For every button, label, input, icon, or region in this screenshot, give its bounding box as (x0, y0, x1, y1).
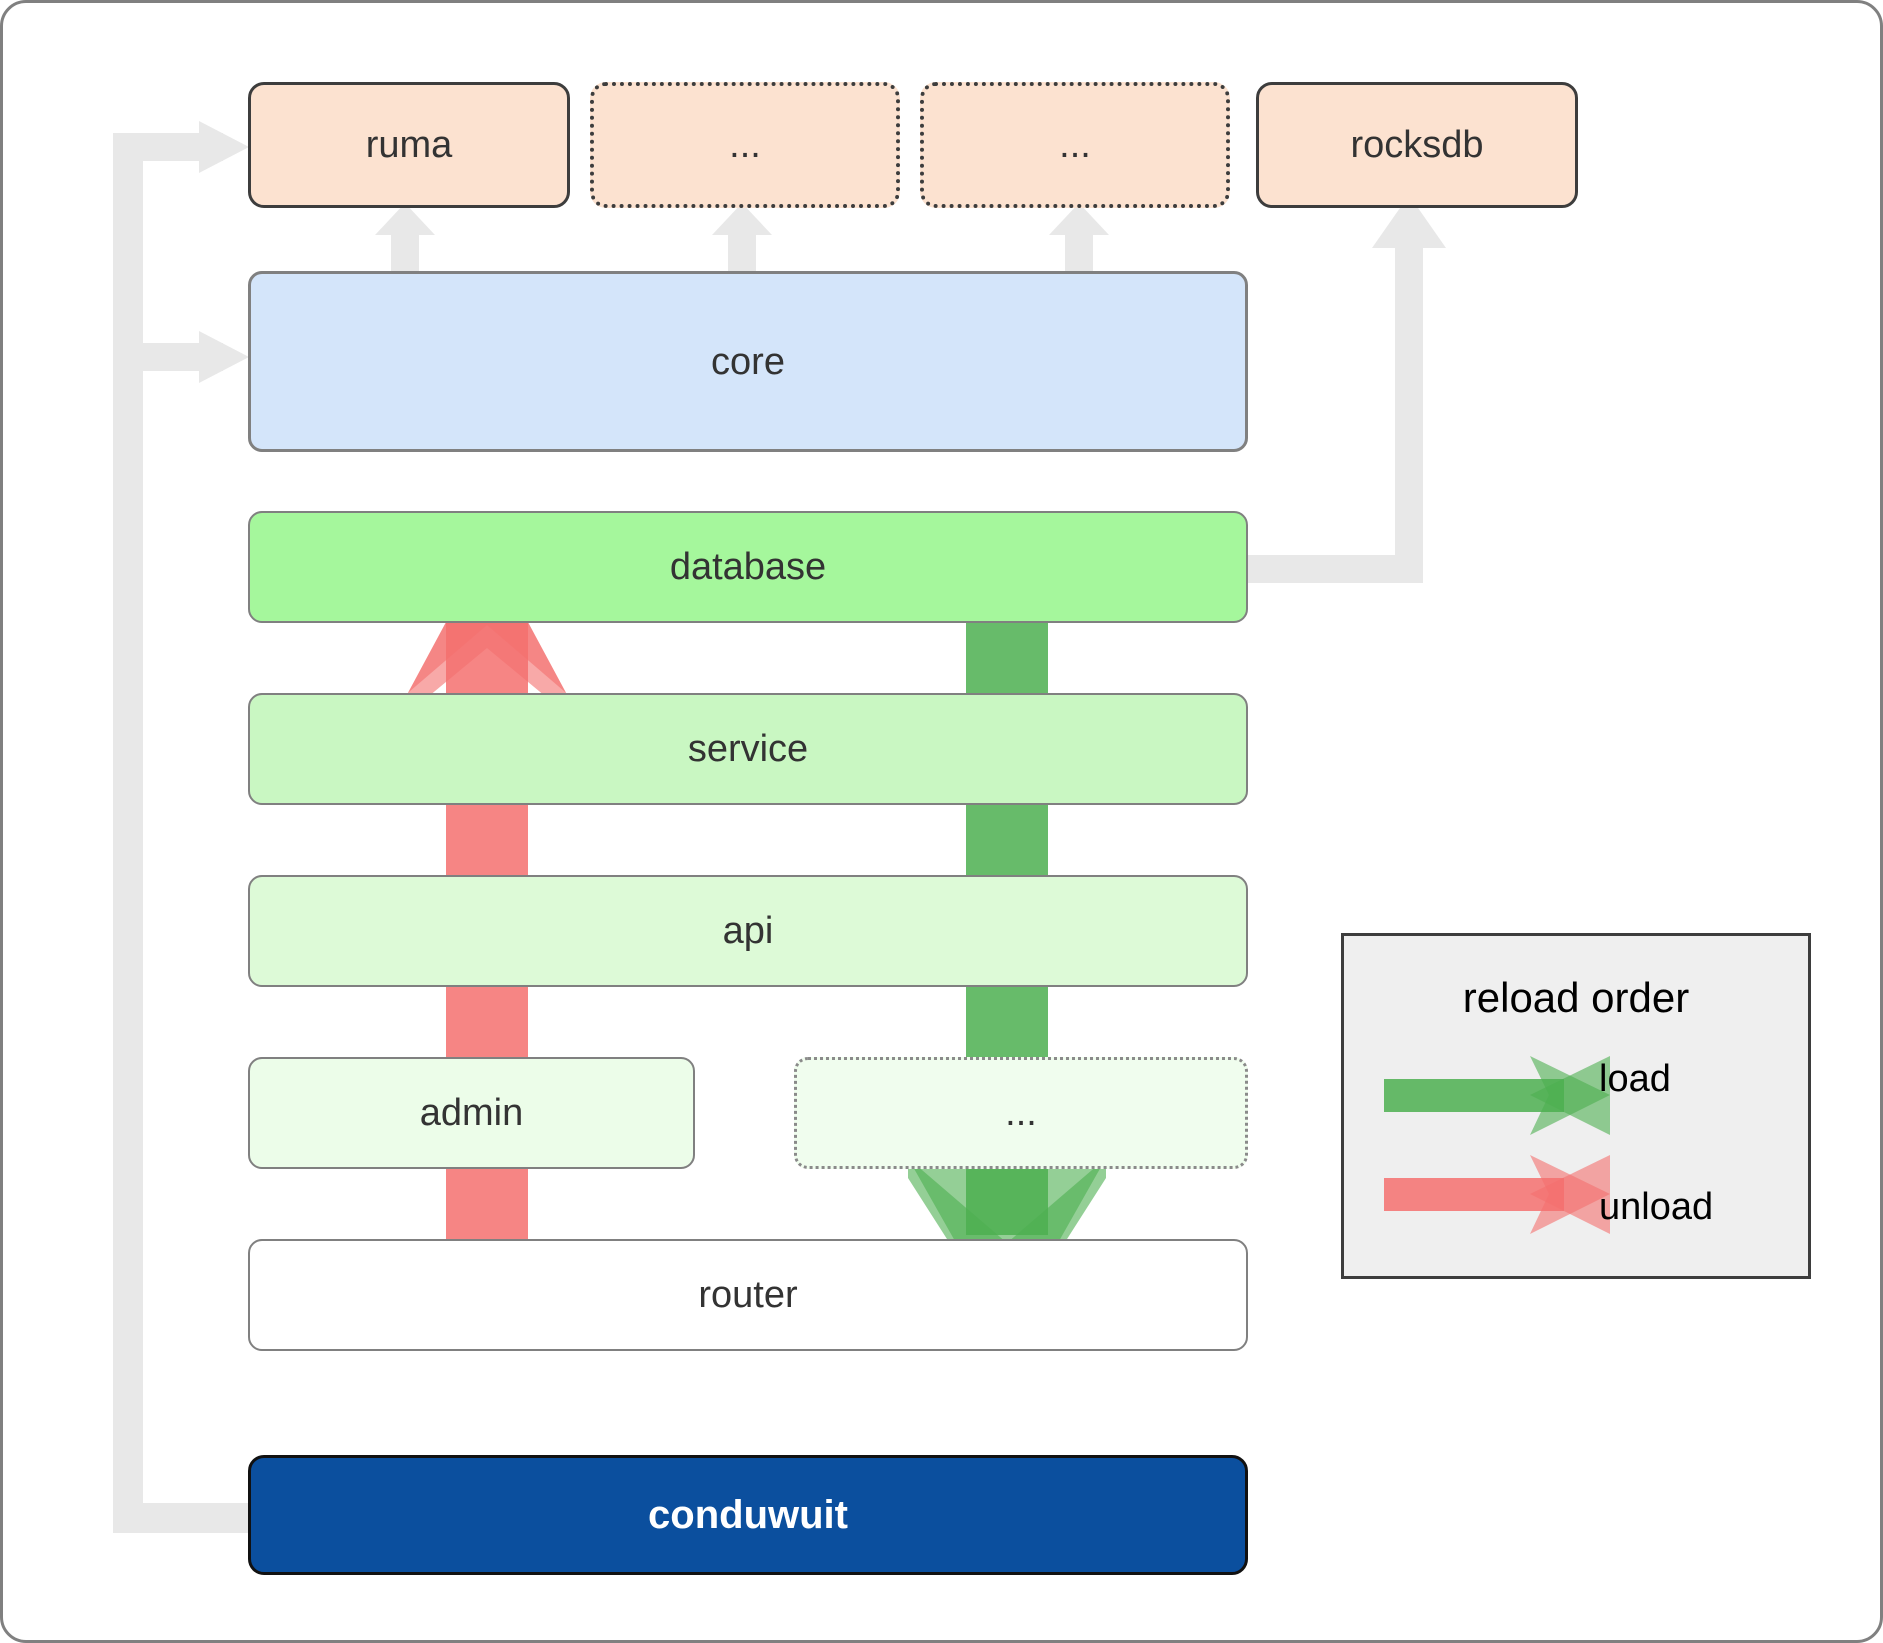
layer-label-ellipsis: ... (1005, 1092, 1037, 1134)
core-box[interactable]: core (248, 271, 1248, 452)
connector-layer (113, 121, 1446, 1533)
core-label: core (711, 340, 785, 383)
core-to-dependency-arrows (375, 203, 1109, 277)
dependency-box-ellipsis-1[interactable]: ... (590, 82, 900, 208)
dependency-label-rocksdb: rocksdb (1350, 124, 1484, 166)
conduwuit-label: conduwuit (648, 1493, 848, 1537)
left-dependency-connector (113, 133, 253, 1533)
legend-load-arrow-icon (1384, 1056, 1610, 1135)
layer-box-service[interactable]: service (248, 693, 1248, 805)
arrowhead-to-ruma (199, 121, 249, 173)
dependency-label-ellipsis-1: ... (729, 124, 761, 166)
legend-unload-arrow-icon (1384, 1155, 1610, 1234)
legend-panel: reload order load unload (1341, 933, 1811, 1279)
dependency-box-ellipsis-2[interactable]: ... (920, 82, 1230, 208)
legend-title: reload order (1462, 974, 1690, 1021)
layer-box-ellipsis[interactable]: ... (794, 1057, 1248, 1169)
conduwuit-box[interactable]: conduwuit (248, 1455, 1248, 1575)
layer-box-database[interactable]: database (248, 511, 1248, 623)
layer-box-router[interactable]: router (248, 1239, 1248, 1351)
legend-arrows (1384, 1056, 1610, 1234)
dependency-box-rocksdb[interactable]: rocksdb (1256, 82, 1578, 208)
arrow-core-to-ellipsis-1 (712, 203, 772, 277)
dependency-label-ruma: ruma (365, 124, 453, 166)
arrowhead-to-core (199, 331, 249, 383)
arrow-core-to-ruma (375, 203, 435, 277)
layer-label-admin: admin (419, 1092, 524, 1134)
legend-label-load: load (1599, 1058, 1671, 1100)
dependency-box-ruma[interactable]: ruma (248, 82, 570, 208)
arrow-core-to-ellipsis-2 (1049, 203, 1109, 277)
dependency-label-ellipsis-2: ... (1059, 124, 1091, 166)
layer-label-router: router (698, 1274, 798, 1316)
layer-label-api: api (722, 910, 774, 952)
legend-label-unload: unload (1599, 1186, 1714, 1228)
layer-label-service: service (687, 728, 809, 770)
layer-label-database: database (669, 546, 827, 588)
database-to-rocksdb-connector (1248, 195, 1446, 583)
layer-box-admin[interactable]: admin (248, 1057, 695, 1169)
layer-box-api[interactable]: api (248, 875, 1248, 987)
